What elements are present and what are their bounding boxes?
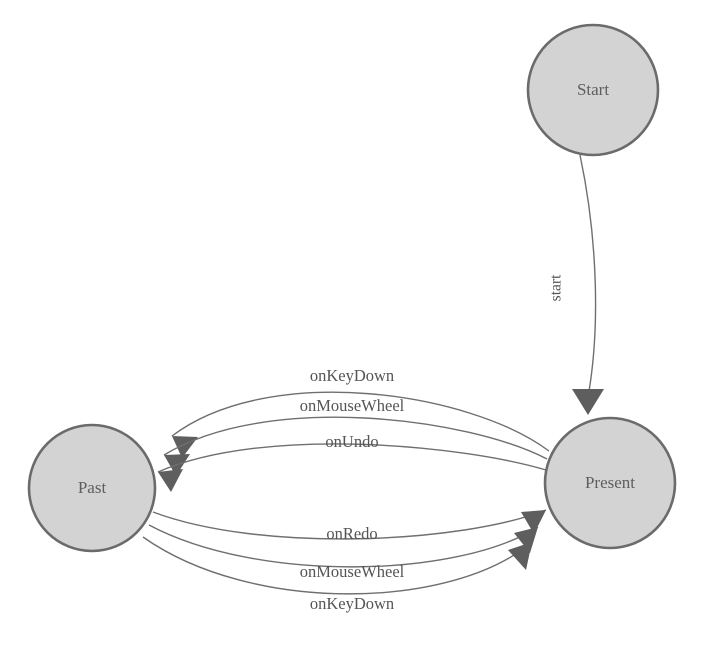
- edge-past-to-present-onmousewheel[interactable]: [148, 524, 539, 568]
- edge-path: [148, 524, 539, 568]
- edge-path: [163, 416, 548, 460]
- arrowhead-icon: [158, 469, 183, 492]
- node-present-label: Present: [585, 473, 635, 492]
- node-start-label: Start: [577, 80, 609, 99]
- edge-path: [142, 536, 533, 595]
- edge-label-onmousewheel-bottom: onMouseWheel: [300, 562, 405, 581]
- arrowhead-icon: [572, 389, 604, 415]
- node-present[interactable]: Present: [543, 416, 677, 550]
- node-start[interactable]: Start: [526, 23, 660, 157]
- edge-path: [152, 509, 547, 540]
- edge-start-to-present[interactable]: [572, 154, 604, 415]
- edge-path: [579, 154, 597, 398]
- edge-past-to-present-onkeydown[interactable]: [142, 536, 533, 595]
- node-start-shape: [526, 23, 660, 157]
- edge-label-start: start: [548, 274, 565, 301]
- edge-label-onundo: onUndo: [325, 432, 378, 451]
- node-present-shape: [543, 416, 677, 550]
- edge-label-onkeydown-bottom: onKeyDown: [310, 594, 394, 613]
- edge-past-to-present-onredo[interactable]: [152, 509, 547, 540]
- arrowhead-icon: [514, 527, 538, 553]
- arrowhead-icon: [521, 510, 546, 534]
- edge-path: [157, 443, 547, 473]
- node-past-shape: [27, 423, 157, 553]
- edge-label-onmousewheel-top: onMouseWheel: [300, 396, 405, 415]
- edge-label-onkeydown-top: onKeyDown: [310, 366, 394, 385]
- node-past[interactable]: Past: [27, 423, 157, 553]
- node-past-label: Past: [78, 478, 107, 497]
- edge-path: [171, 391, 550, 452]
- arrowhead-icon: [508, 542, 532, 570]
- edge-present-to-past-onundo[interactable]: [157, 443, 547, 492]
- edge-label-onredo: onRedo: [326, 524, 377, 543]
